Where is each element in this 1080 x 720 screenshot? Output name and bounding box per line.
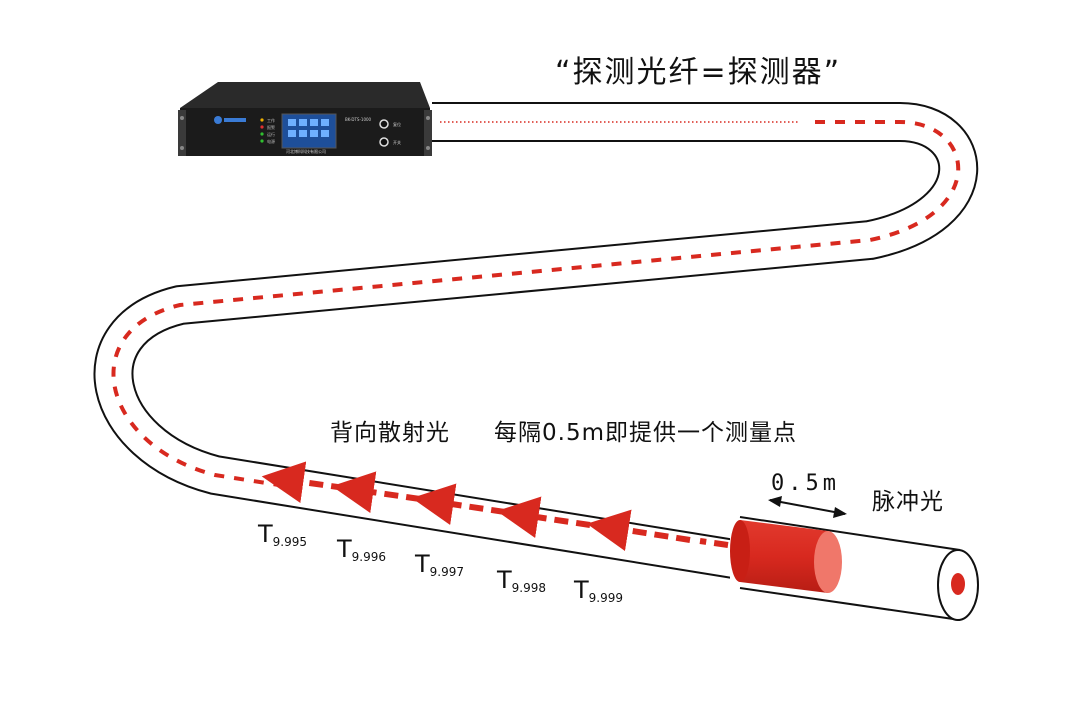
indicator-label-1: 报警 <box>267 124 275 130</box>
diagram-title: “探测光纤=探测器” <box>555 55 841 90</box>
right-label-1: 开关 <box>393 139 401 145</box>
reset-knob <box>379 119 389 129</box>
measurement-point: T9.995 <box>257 520 307 549</box>
segment-length-label: 0.5m <box>771 471 840 496</box>
fiber-cable <box>93 102 979 580</box>
pulse-light-label: 脉冲光 <box>872 489 944 515</box>
device-model-label: BK-DTS-1000 <box>345 117 372 122</box>
backscatter-caption: 背向散射光 <box>330 420 450 446</box>
pulse-light-segment <box>730 520 842 593</box>
indicator-label-3: 电源 <box>267 138 275 144</box>
fiber-core <box>951 573 965 595</box>
indicator-leds: 工作 报警 运行 电源 <box>260 117 275 144</box>
interval-caption: 每隔0.5m即提供一个测量点 <box>494 420 797 446</box>
measurement-points: T9.995 T9.996 T9.997 T9.998 T9.999 <box>257 520 623 605</box>
measurement-point: T9.997 <box>414 550 464 579</box>
segment-length-arrow <box>768 496 847 518</box>
right-label-0: 复位 <box>393 121 401 127</box>
company-logo <box>214 116 246 124</box>
indicator-label-2: 运行 <box>267 131 275 137</box>
measurement-point: T9.998 <box>496 566 546 595</box>
power-knob <box>379 137 389 147</box>
indicator-label-0: 工作 <box>267 117 275 123</box>
measurement-point: T9.996 <box>336 535 386 564</box>
measurement-point: T9.999 <box>573 576 623 605</box>
dts-device: 工作 报警 运行 电源 BK-DTS-1000 河北博科科技有限公司 复位 开关 <box>178 82 432 156</box>
device-screen <box>281 113 337 149</box>
backscatter-arrows <box>261 461 729 552</box>
device-company-label: 河北博科科技有限公司 <box>286 148 326 154</box>
